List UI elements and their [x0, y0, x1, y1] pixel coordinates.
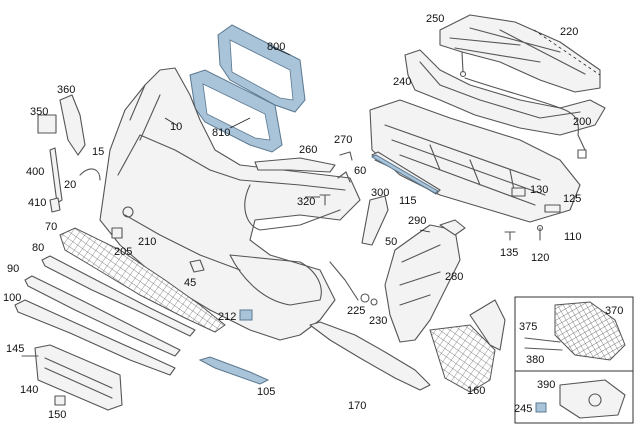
callout-20: 20 — [64, 179, 77, 191]
callout-380: 380 — [526, 354, 545, 366]
callout-290: 290 — [408, 215, 427, 227]
leader-220 — [533, 29, 601, 76]
screw-part-135 — [504, 231, 516, 241]
lower-grille-part — [59, 227, 226, 333]
lower-spoiler-part — [309, 321, 431, 391]
grommet-part-230 — [370, 298, 378, 306]
sensor-part-350 — [37, 114, 57, 134]
side-grille-part — [429, 324, 496, 393]
callout-220: 220 — [560, 26, 579, 38]
callout-280: 280 — [445, 271, 464, 283]
callout-300: 300 — [371, 187, 390, 199]
callout-125: 125 — [563, 193, 582, 205]
callout-350: 350 — [30, 106, 49, 118]
callout-210: 210 — [138, 236, 157, 248]
clip-part-410 — [49, 197, 61, 213]
callout-810: 810 — [212, 127, 231, 139]
underbody-panel-part — [369, 99, 581, 223]
callout-375: 375 — [519, 321, 538, 333]
seal-strip-highlight — [370, 154, 439, 194]
fog-light-grille-part-370 — [554, 301, 626, 361]
callout-270: 270 — [334, 134, 353, 146]
callout-45: 45 — [184, 277, 197, 289]
callout-212: 212 — [218, 311, 237, 323]
clip-part-60 — [337, 171, 351, 183]
callout-10: 10 — [170, 121, 183, 133]
callout-800: 800 — [267, 41, 286, 53]
bracket-part-360 — [59, 94, 86, 156]
callout-100: 100 — [3, 292, 22, 304]
sensor-part-245 — [535, 402, 547, 413]
callout-160: 160 — [467, 385, 486, 397]
callout-245: 245 — [514, 403, 533, 415]
grommet-part-225 — [360, 293, 370, 303]
fog-light-frame-part-390 — [559, 379, 626, 419]
front-support-member-part — [404, 49, 606, 159]
wire-part-225 — [329, 261, 359, 301]
clip-part-290 — [439, 219, 466, 236]
upper-radiator-cover-part — [439, 14, 601, 93]
callout-320: 320 — [297, 196, 316, 208]
license-plate-holder-part — [34, 344, 123, 411]
callout-205: 205 — [114, 246, 133, 258]
side-grille-frame-part — [469, 299, 506, 351]
strip-part-400 — [49, 147, 63, 204]
callout-60: 60 — [354, 165, 367, 177]
callout-410: 410 — [28, 197, 47, 209]
callout-230: 230 — [369, 315, 388, 327]
callout-390: 390 — [537, 379, 556, 391]
callout-110: 110 — [564, 231, 582, 243]
chrome-strip-part — [198, 356, 270, 385]
callout-50: 50 — [385, 236, 398, 248]
clip-part-150 — [54, 395, 66, 406]
callout-120: 120 — [531, 252, 550, 264]
inset-panel-lower — [514, 370, 634, 424]
callout-260: 260 — [299, 144, 318, 156]
clip-part-20 — [79, 168, 101, 181]
screw-part-320 — [319, 194, 331, 206]
air-duct-upper-part — [217, 24, 306, 113]
callout-250: 250 — [426, 13, 445, 25]
trim-part-380 — [524, 347, 563, 351]
callout-80: 80 — [32, 242, 45, 254]
clip-part-205 — [111, 227, 123, 239]
clip-part-270 — [339, 151, 353, 161]
trim-strip-lower-part — [14, 299, 176, 376]
grommet-part-210 — [122, 206, 134, 218]
callout-70: 70 — [45, 221, 58, 233]
callout-15: 15 — [92, 146, 105, 158]
clip-part-45 — [189, 259, 205, 273]
callout-200: 200 — [573, 116, 592, 128]
sensor-part-212 — [239, 309, 253, 321]
callout-360: 360 — [57, 84, 76, 96]
callout-135: 135 — [500, 247, 519, 259]
bracket-part-300 — [361, 195, 389, 246]
callout-240: 240 — [393, 76, 412, 88]
callout-225: 225 — [347, 305, 366, 317]
callout-170: 170 — [348, 400, 367, 412]
callout-105: 105 — [257, 386, 276, 398]
callout-400: 400 — [26, 166, 45, 178]
clip-part-130 — [511, 187, 526, 197]
trim-part-375 — [524, 337, 561, 343]
trim-part-260 — [254, 157, 336, 173]
trim-strip-upper-part — [41, 255, 196, 337]
callout-150: 150 — [48, 409, 67, 421]
trim-strip-middle-part — [24, 275, 181, 357]
air-duct-lower-part — [189, 69, 283, 153]
callout-140: 140 — [20, 384, 39, 396]
callout-115: 115 — [399, 195, 417, 207]
clip-part-125 — [544, 204, 561, 213]
callout-90: 90 — [7, 263, 20, 275]
callout-130: 130 — [530, 184, 549, 196]
callout-145: 145 — [6, 343, 25, 355]
callout-370: 370 — [605, 305, 624, 317]
